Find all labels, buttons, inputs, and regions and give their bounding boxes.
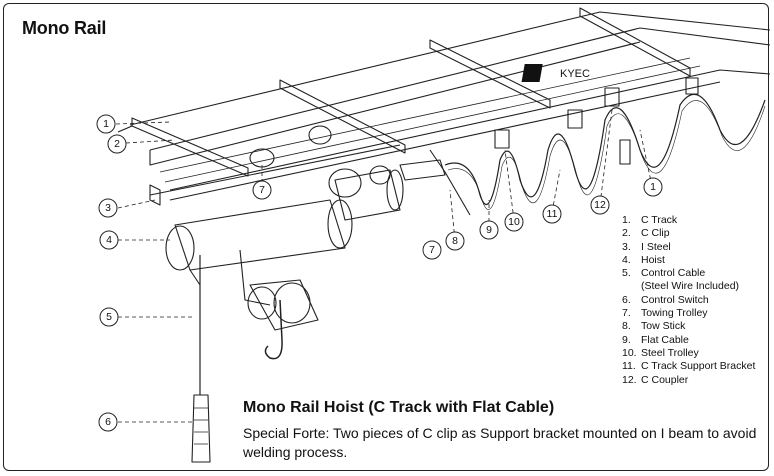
- legend-item: 7.Towing Trolley: [622, 307, 708, 320]
- callout-10: 10: [504, 212, 524, 232]
- legend-item: 1.C Track: [622, 214, 678, 226]
- svg-text:1: 1: [650, 181, 656, 193]
- svg-text:7: 7: [429, 244, 435, 256]
- callout-1a: 1: [96, 114, 116, 134]
- legend-item: 9.Flat Cable: [622, 333, 689, 346]
- legend-item: 10.Steel Trolley: [622, 346, 699, 359]
- legend-item: 6.Control Switch: [622, 293, 709, 306]
- svg-text:1: 1: [103, 118, 109, 130]
- callout-5: 5: [99, 307, 119, 327]
- svg-text:8: 8: [452, 235, 458, 247]
- callout-8: 8: [445, 231, 465, 251]
- callout-2: 2: [107, 134, 127, 154]
- legend-item-note: (Steel Wire Included): [641, 280, 740, 293]
- svg-text:3: 3: [105, 202, 111, 214]
- callout-7a: 7: [252, 180, 272, 200]
- svg-text:2: 2: [114, 138, 120, 150]
- parts-legend: 1.C Track 2.C Clip 3.I Steel 4.Hoist 5.C…: [622, 214, 755, 387]
- kyec-logo: KYEC: [521, 64, 590, 82]
- svg-text:5: 5: [106, 311, 112, 323]
- callout-1b: 1: [643, 177, 663, 197]
- callout-4: 4: [99, 230, 119, 250]
- caption-body: Special Forte: Two pieces of C clip as S…: [243, 425, 757, 460]
- svg-text:7: 7: [259, 184, 265, 196]
- legend-item: 3.I Steel: [622, 240, 671, 253]
- svg-text:4: 4: [106, 234, 112, 246]
- callout-11: 11: [542, 204, 562, 224]
- legend-item: 4.Hoist: [622, 253, 665, 266]
- svg-text:9: 9: [486, 224, 492, 236]
- legend-item: 5.Control Cable: [622, 267, 706, 280]
- svg-text:6: 6: [105, 416, 111, 428]
- legend-item: 12.C Coupler: [622, 373, 689, 386]
- svg-text:12: 12: [594, 199, 606, 211]
- page-frame: [3, 3, 769, 471]
- legend-item: 11.C Track Support Bracket: [622, 360, 756, 373]
- svg-text:11: 11: [547, 208, 558, 220]
- legend-item: 2.C Clip: [622, 227, 670, 240]
- callout-6: 6: [98, 412, 118, 432]
- callout-12: 12: [590, 195, 610, 215]
- page-title: Mono Rail: [22, 18, 107, 38]
- caption-title: Mono Rail Hoist (C Track with Flat Cable…: [243, 399, 555, 416]
- svg-text:KYEC: KYEC: [560, 68, 590, 80]
- legend-item: 8.Tow Stick: [622, 320, 686, 333]
- callout-7b: 7: [422, 240, 442, 260]
- callout-9: 9: [479, 220, 499, 240]
- callout-3: 3: [98, 198, 118, 218]
- svg-text:10: 10: [508, 216, 520, 228]
